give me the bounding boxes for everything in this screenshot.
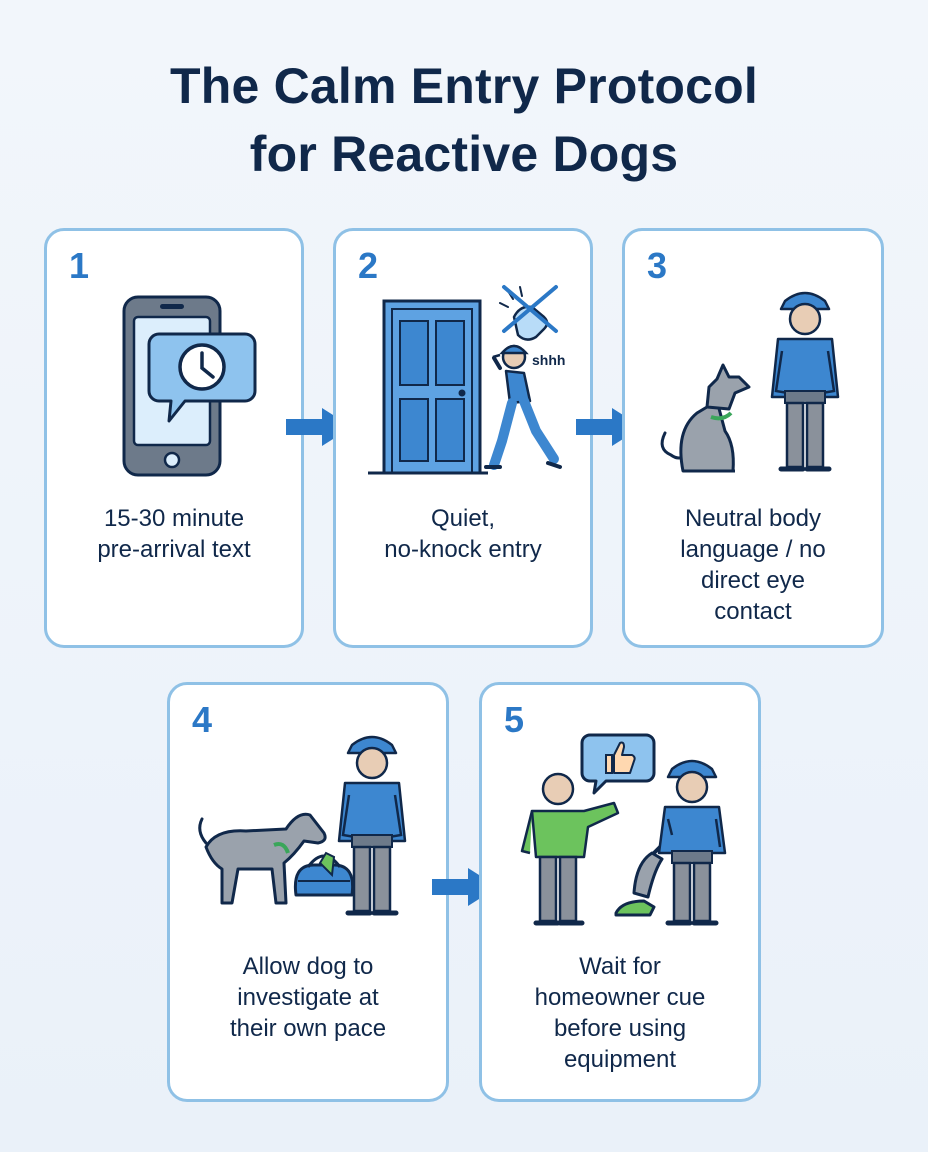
caption-line: before using <box>553 1015 687 1042</box>
caption-line: Wait for <box>579 953 661 980</box>
page-title: The Calm Entry Protocol for Reactive Dog… <box>0 52 928 188</box>
step-caption: Neutral body language / no direct eye co… <box>635 503 871 627</box>
caption-line: equipment <box>563 1046 677 1073</box>
dog-and-technician-icon <box>660 291 840 473</box>
caption-line: Allow dog to <box>242 953 374 980</box>
step-caption: Allow dog to investigate at their own pa… <box>180 951 436 1044</box>
caption-line: no-knock entry <box>384 536 542 563</box>
caption-line: Quiet, <box>430 505 496 532</box>
step-caption: Wait for homeowner cue before using equi… <box>492 951 748 1075</box>
step-number: 5 <box>504 699 525 740</box>
step-card-1: 1 15-30 minute pre-arrival text <box>44 228 304 648</box>
step-number: 2 <box>358 245 379 286</box>
step-number: 4 <box>192 699 213 740</box>
step-number: 1 <box>69 245 90 286</box>
step-card-4: 4 Allow dog to investigate at their own … <box>167 682 449 1102</box>
title-line-1: The Calm Entry Protocol <box>169 58 759 114</box>
caption-line: homeowner cue <box>534 984 706 1011</box>
caption-line: Neutral body <box>684 505 822 532</box>
title-line-2: for Reactive Dogs <box>249 126 679 182</box>
dog-sniffing-bag-icon <box>198 735 407 916</box>
caption-line: investigate at <box>237 984 379 1011</box>
step-card-3: 3 Neutral body language / no direct eye … <box>622 228 884 648</box>
step-caption: 15-30 minute pre-arrival text <box>57 503 291 565</box>
caption-line: pre-arrival text <box>97 536 251 563</box>
homeowner-thumbs-up-vacuum-icon <box>520 733 727 926</box>
whisper-label: shhh <box>532 352 565 368</box>
caption-line: their own pace <box>229 1015 387 1042</box>
step-caption: Quiet, no-knock entry <box>346 503 580 565</box>
caption-line: direct eye <box>700 567 806 594</box>
caption-line: contact <box>714 598 792 625</box>
step-number: 3 <box>647 245 668 286</box>
step-card-2: 2 shhh Quiet, no-knock entry <box>333 228 593 648</box>
step-card-5: 5 Wait for homeowner cue before using eq… <box>479 682 761 1102</box>
phone-clock-message-icon <box>122 295 257 477</box>
door-no-knock-icon: shhh <box>368 285 565 475</box>
caption-line: language / no <box>680 536 826 563</box>
caption-line: 15-30 minute <box>103 505 245 532</box>
